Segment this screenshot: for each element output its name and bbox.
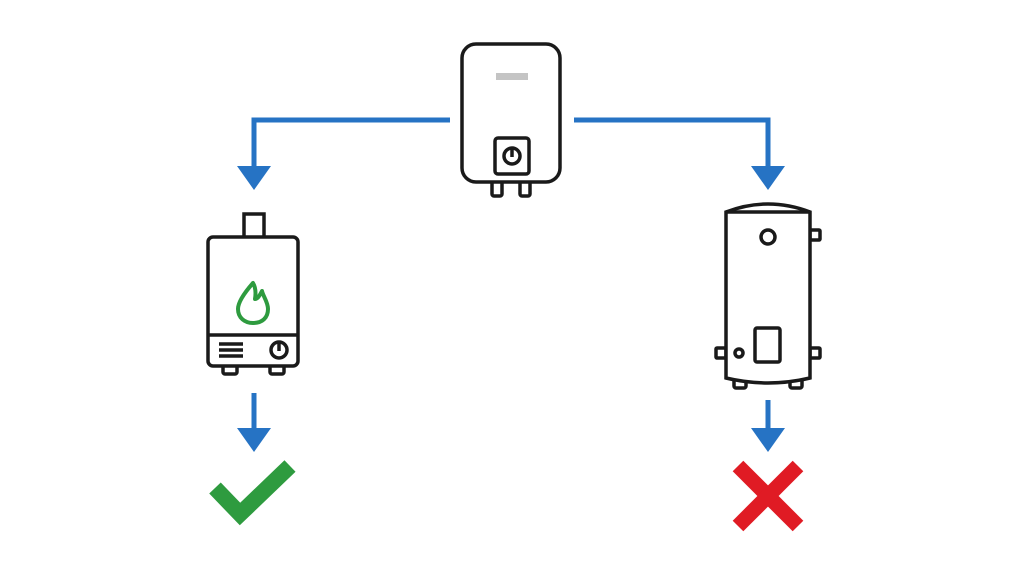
gas-boiler-icon — [206, 212, 300, 376]
cross-icon — [732, 460, 804, 532]
connector-left — [237, 117, 450, 190]
arrow-to-right-outcome — [751, 400, 785, 452]
arrow-to-left-outcome — [237, 393, 271, 452]
checkmark-icon — [209, 460, 296, 526]
cylinder-water-heater-icon — [714, 202, 822, 390]
wall-water-heater-icon — [460, 42, 562, 198]
flame-icon — [236, 281, 270, 325]
connector-right — [574, 117, 785, 190]
